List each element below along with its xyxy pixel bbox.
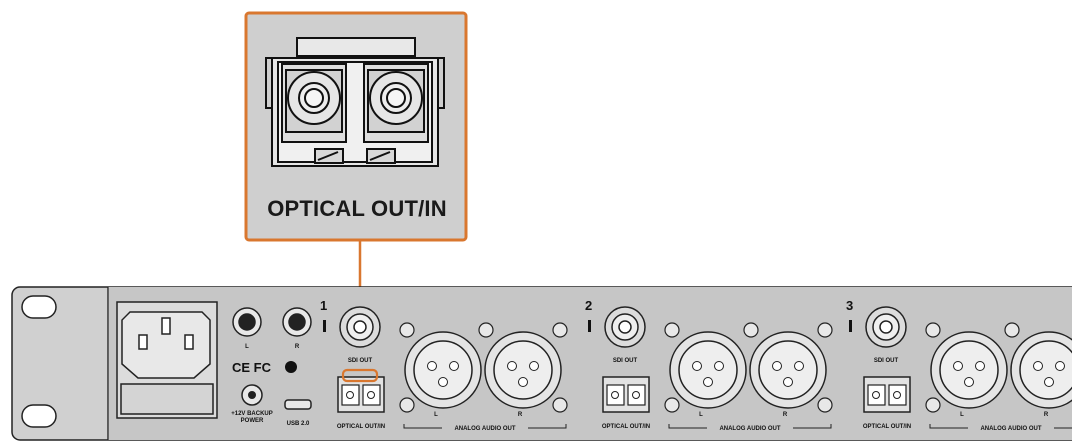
usb-port <box>284 399 312 410</box>
analog-audio-label: ANALOG AUDIO OUT <box>719 426 780 432</box>
channel-number: 3 <box>846 298 853 313</box>
channel-3: 3 SDI OUT OPTICAL OUT/IN L <box>846 298 1072 432</box>
channel-number: 1 <box>320 298 327 313</box>
audio-left-label: L <box>960 412 964 418</box>
rack-mount-hole-bottom <box>21 404 57 428</box>
sdi-out-label: SDI OUT <box>613 358 638 364</box>
callout-label: OPTICAL OUT/IN <box>267 196 447 221</box>
sdi-out-label: SDI OUT <box>874 358 899 364</box>
analog-audio-label: ANALOG AUDIO OUT <box>454 426 515 432</box>
audio-right-label: R <box>1044 412 1049 418</box>
optical-label: OPTICAL OUT/IN <box>863 424 911 430</box>
rack-mount-hole-top <box>21 295 57 319</box>
certification-marks: CE FC <box>232 360 272 375</box>
aux-right-label: R <box>295 344 300 350</box>
audio-left-label: L <box>699 412 703 418</box>
optical-label: OPTICAL OUT/IN <box>602 424 650 430</box>
audio-left-label: L <box>434 412 438 418</box>
aux-jacks <box>232 307 312 337</box>
optical-label: OPTICAL OUT/IN <box>337 424 385 430</box>
channel-1: 1 SDI OUT OPTICAL OUT/IN <box>320 298 568 432</box>
power-inlet <box>116 301 218 419</box>
channel-2: 2 SDI OUT OPTICAL OUT/IN <box>585 298 833 432</box>
audio-right-label: R <box>518 412 523 418</box>
copyright-c-icon <box>285 361 297 373</box>
analog-audio-label: ANALOG AUDIO OUT <box>980 426 1041 432</box>
channel-number: 2 <box>585 298 592 313</box>
optical-connector-zoom <box>265 37 445 167</box>
usb-label: USB 2.0 <box>287 421 310 427</box>
audio-right-label: R <box>783 412 788 418</box>
aux-left-label: L <box>245 344 249 350</box>
sdi-out-label: SDI OUT <box>348 358 373 364</box>
